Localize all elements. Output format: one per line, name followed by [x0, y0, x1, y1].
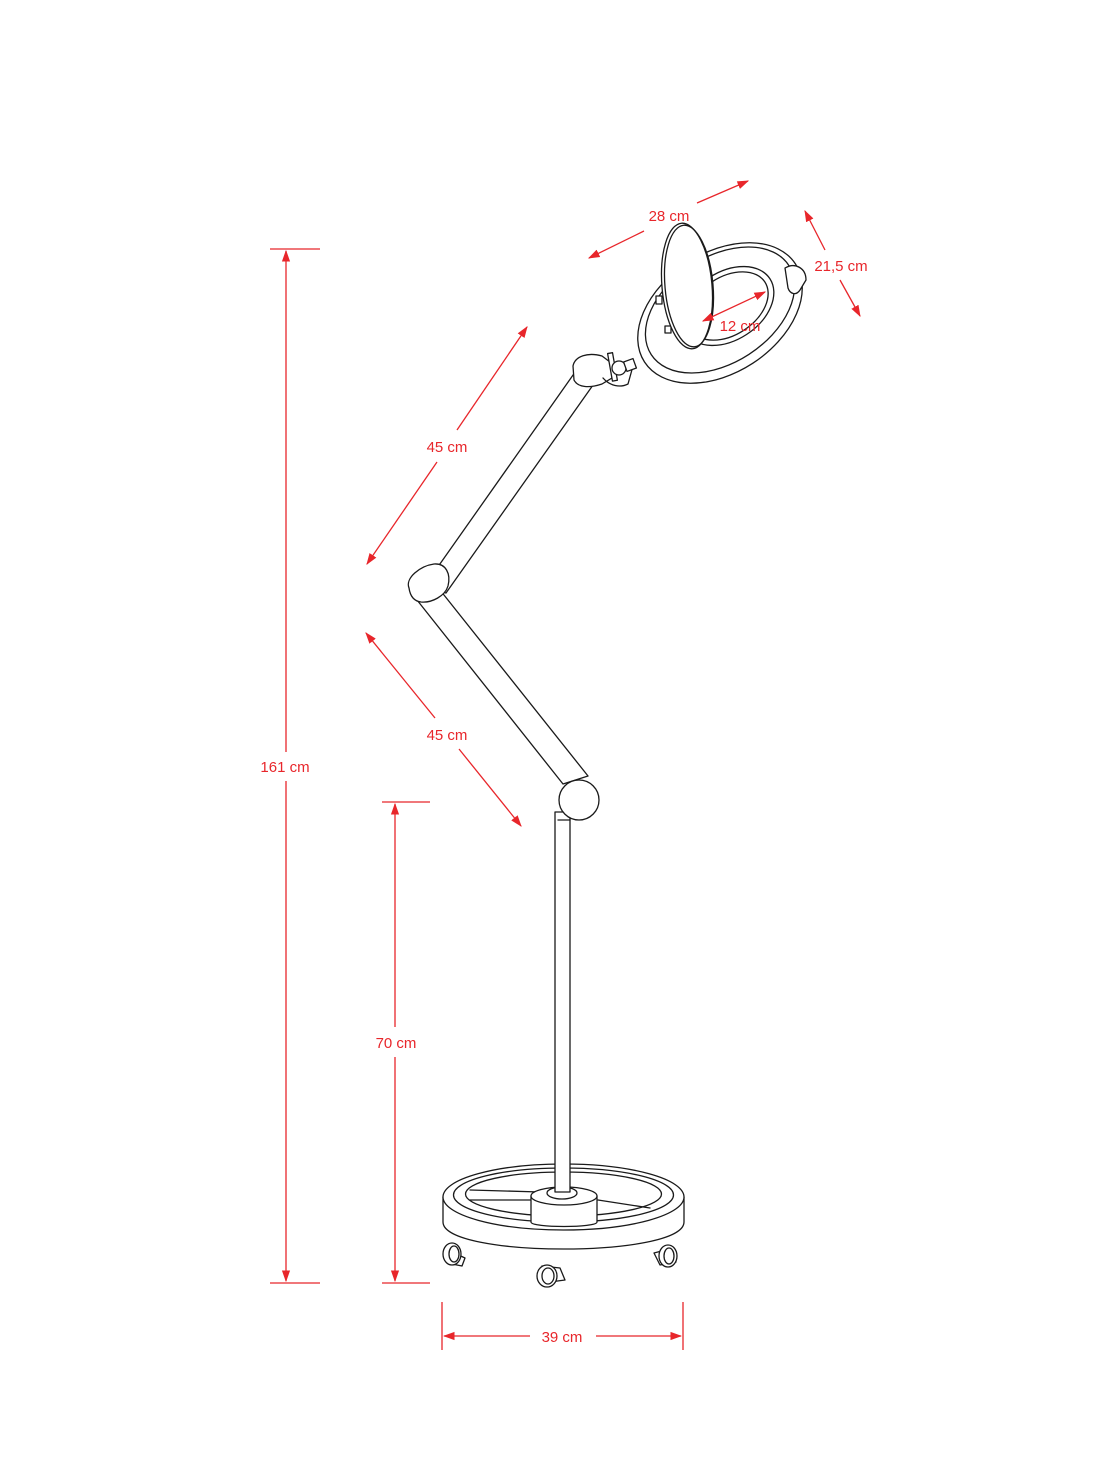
dimension-lower-arm: 45 cm: [365, 632, 522, 827]
head-joint: [572, 352, 638, 388]
label-pole-height: 70 cm: [376, 1035, 417, 1052]
pole: [554, 811, 571, 1193]
label-lower-arm: 45 cm: [427, 727, 468, 744]
label-head-width: 28 cm: [649, 208, 690, 225]
label-base-diameter: 39 cm: [542, 1329, 583, 1346]
lamp-drawing: [407, 222, 807, 1288]
caster-wheel-left: [442, 1242, 466, 1267]
lower-arm: [416, 589, 589, 785]
dimension-head-depth: 21,5 cm: [804, 209, 868, 318]
label-lens-diameter: 12 cm: [720, 318, 761, 335]
label-total-height: 161 cm: [260, 759, 309, 776]
caster-wheels: [442, 1242, 678, 1288]
dimensions: 161 cm 70 cm 45 cm 45 cm 28 cm: [260, 180, 868, 1350]
shoulder-joint: [557, 779, 600, 821]
elbow-joint: [407, 563, 450, 603]
caster-wheel-front: [536, 1264, 566, 1288]
label-upper-arm: 45 cm: [427, 439, 468, 456]
dimension-total-height: 161 cm: [260, 248, 320, 1284]
dimension-base-diameter: 39 cm: [441, 1302, 684, 1350]
dimension-lens-diameter: 12 cm: [701, 291, 767, 335]
dimension-head-width: 28 cm: [587, 180, 750, 259]
dimension-pole-height: 70 cm: [376, 801, 430, 1284]
dimension-upper-arm: 45 cm: [366, 326, 528, 565]
lens-cover: [660, 222, 715, 350]
label-head-depth: 21,5 cm: [814, 258, 867, 275]
upper-arm: [422, 367, 599, 594]
caster-wheel-right: [653, 1244, 678, 1268]
